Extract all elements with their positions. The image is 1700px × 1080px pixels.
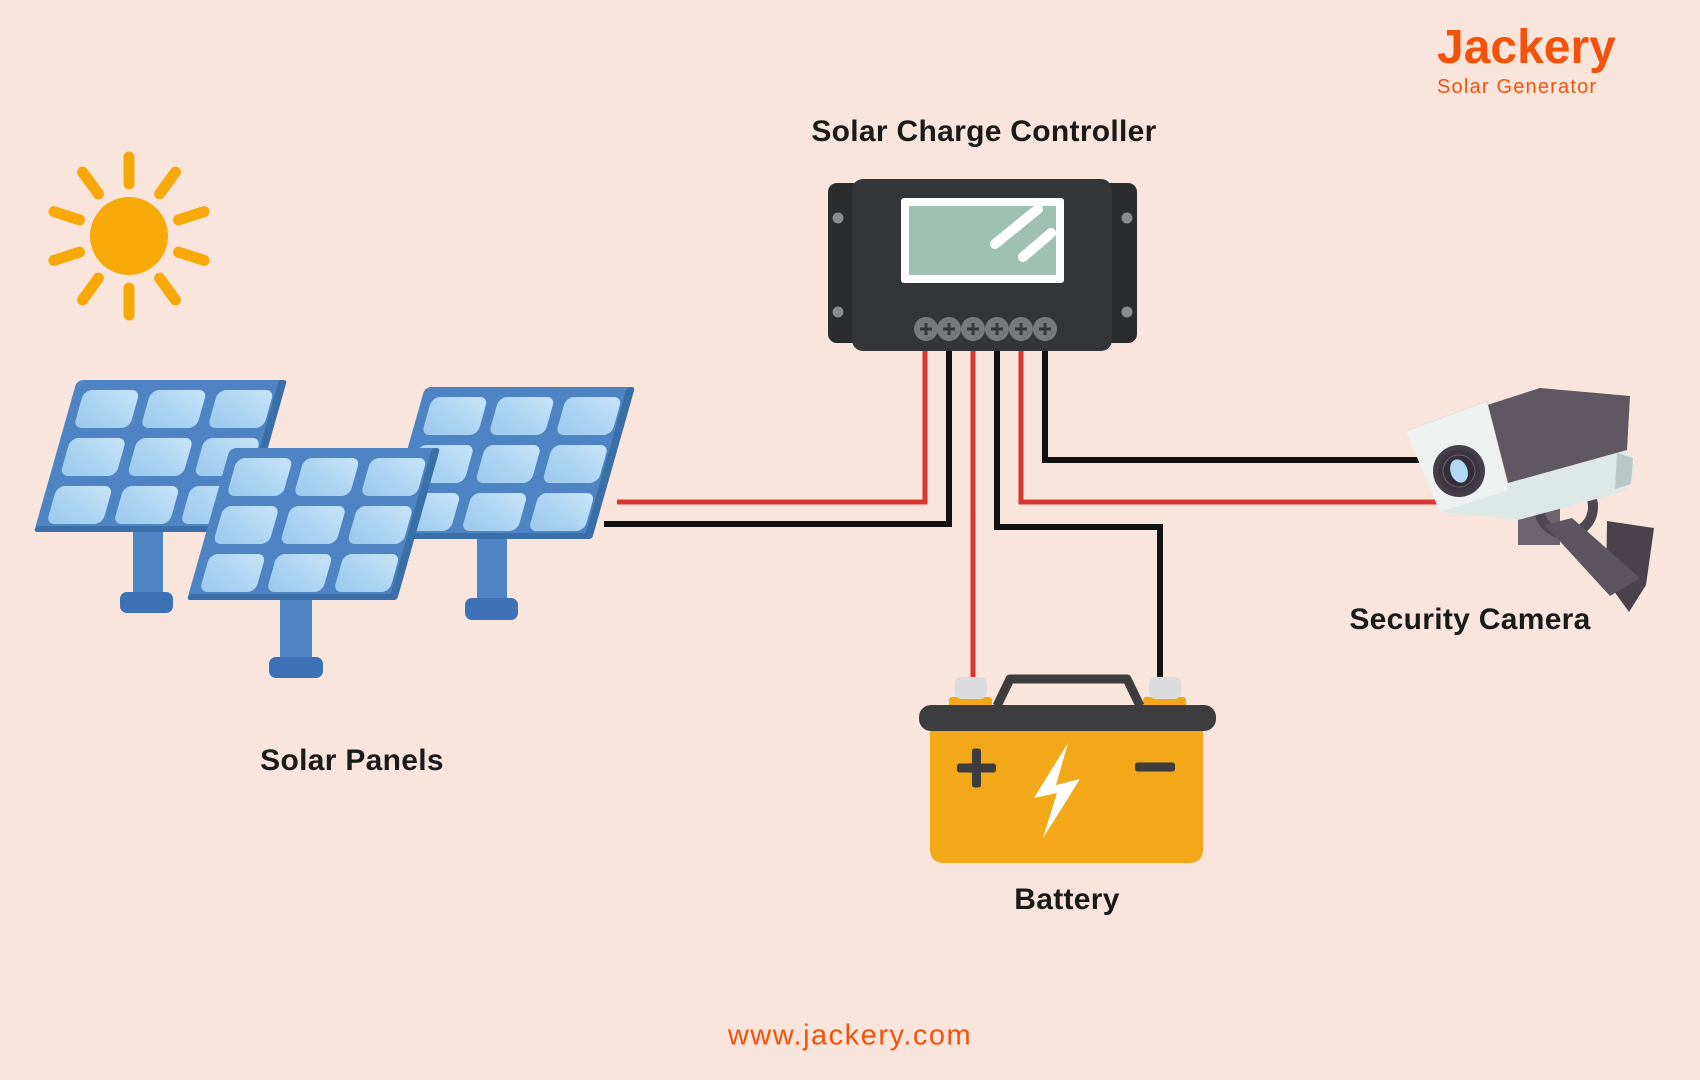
charge-controller-icon (828, 179, 1137, 351)
controller-terminal-screws (914, 317, 1057, 341)
camera-bracket-arm (1545, 518, 1640, 596)
jackery-logo: Jackery Solar Generator (1437, 24, 1616, 99)
battery-icon (919, 674, 1216, 863)
solar-panel-icon-front-middle (186, 448, 440, 678)
footer-url: www.jackery.com (727, 1019, 973, 1052)
wire-camera-negative (1042, 344, 1424, 463)
lightning-bolt-icon (1034, 743, 1080, 838)
logo-brand-text: Jackery (1437, 21, 1616, 74)
wire-camera-positive (1018, 344, 1437, 505)
controller-label: Solar Charge Controller (811, 115, 1157, 148)
camera-rear-cap (1615, 453, 1633, 489)
camera-body-underside (1440, 451, 1634, 520)
logo-tagline-text: Solar Generator (1437, 76, 1598, 98)
minus-symbol (1135, 762, 1175, 772)
sun-icon (48, 151, 210, 321)
wires (604, 344, 1437, 678)
plus-symbol (957, 748, 996, 788)
security-camera-label: Security Camera (1349, 603, 1591, 636)
solar-panel-icon-back-left (33, 380, 287, 613)
wire-panel-negative (604, 344, 952, 527)
solar-panel-array (33, 380, 635, 678)
wire-panel-positive (617, 344, 928, 505)
solar-panels-label: Solar Panels (260, 744, 444, 777)
wire-battery-negative (994, 344, 1163, 678)
battery-terminal-negative (1143, 677, 1186, 709)
battery-label: Battery (1014, 883, 1120, 916)
battery-terminal-positive (949, 677, 992, 709)
security-camera-icon (1406, 388, 1654, 612)
camera-lens (1433, 445, 1485, 497)
solar-panel-icon-right (381, 387, 635, 620)
battery-handle (992, 674, 1145, 708)
